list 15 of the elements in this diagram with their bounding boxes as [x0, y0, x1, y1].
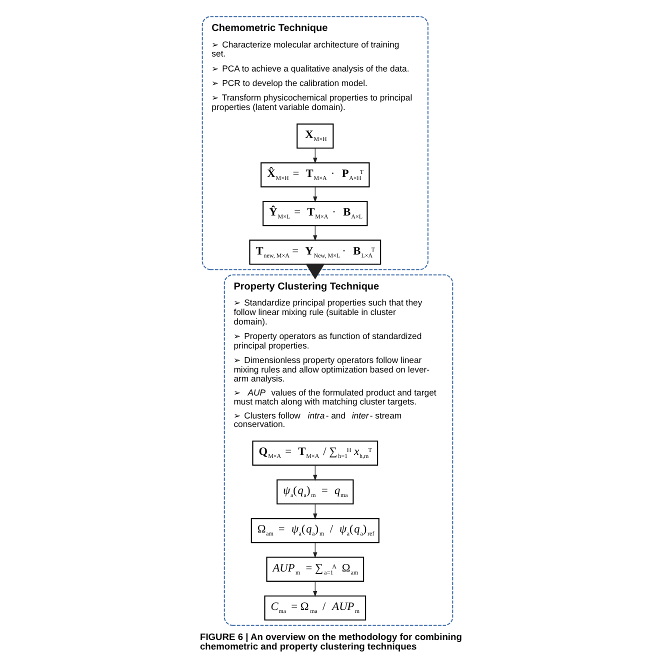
node-box: ψ$_{a}$(q$_{a}$)$_{m}$ = q$_{ma}$ — [276, 479, 354, 504]
node-box: AUP$_{m}$ = ∑$_{a=1}$$^{A}$ Ω$_{am}$ — [266, 556, 364, 582]
node-box: Ŷ$_{M×L}$ = T$_{M×A}$ · B$_{A×L}$ — [262, 200, 368, 226]
arrow — [312, 225, 317, 242]
arrow — [312, 186, 317, 203]
arrow — [305, 264, 324, 280]
caption: FIGURE 6 | An overview on the methodology for combining chemometric and property clustering techniques. — [200, 632, 462, 652]
node-box: X$_{M×H}$ — [296, 124, 334, 149]
arrow — [312, 148, 317, 164]
arrow — [312, 542, 317, 558]
node-box: C$_{ma}$ = Ω$_{ma}$ / AUP$_{m}$ — [264, 595, 366, 621]
node-box: Ω$_{am}$ = ψ$_{a}$(q$_{a}$)$_{m}$ / ψ$_{a}$(q$_{a}$)$_{ref}$ — [250, 518, 379, 544]
arrow — [312, 464, 317, 481]
arrow — [312, 504, 317, 520]
arrow — [312, 581, 317, 597]
